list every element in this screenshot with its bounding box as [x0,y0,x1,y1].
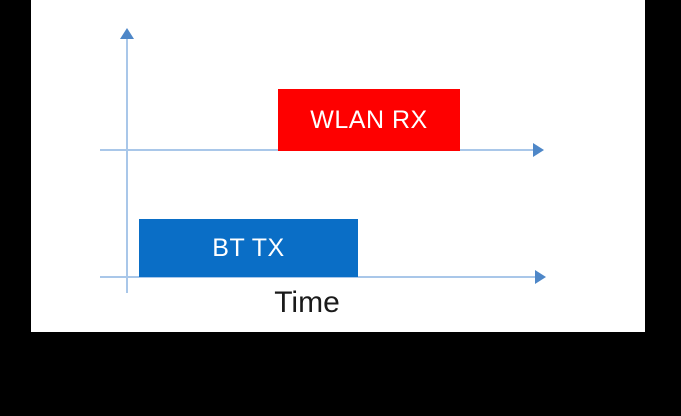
diagram-canvas: WLAN RX BT TX Time [31,0,645,332]
bt-time-axis-line [100,276,535,278]
bt-tx-bar: BT TX [139,219,358,277]
wlan-rx-bar-label: WLAN RX [310,105,428,134]
vertical-axis-line [126,37,128,293]
right-arrow-icon [533,143,544,157]
bt-tx-bar-label: BT TX [212,233,285,262]
wlan-rx-bar: WLAN RX [278,89,460,151]
time-axis-label: Time [274,286,340,319]
up-arrow-icon [120,28,134,39]
right-arrow-icon [535,270,546,284]
